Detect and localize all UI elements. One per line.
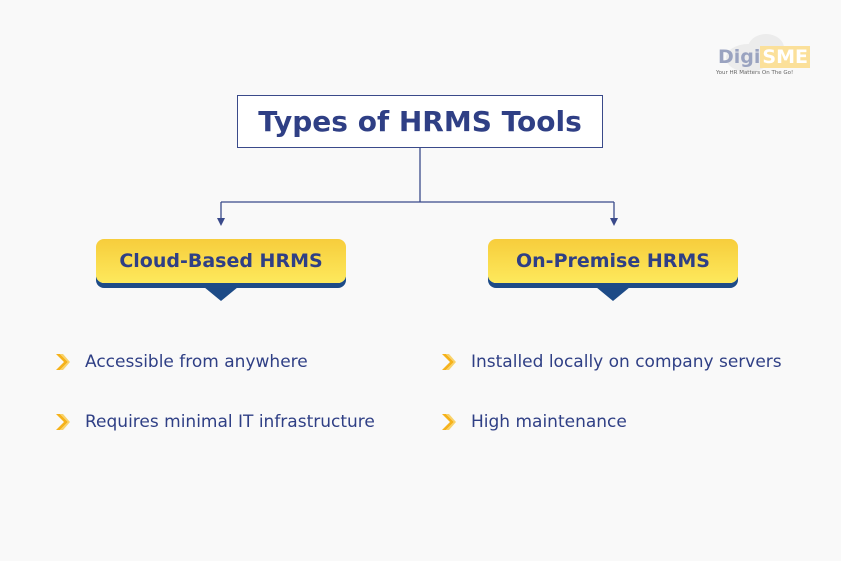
category-label: On-Premise HRMS [488, 239, 738, 283]
chevron-right-icon [56, 354, 70, 370]
arrow-down-icon [610, 218, 618, 226]
list-item: Requires minimal IT infrastructure [55, 412, 375, 432]
list-item-text: Requires minimal IT infrastructure [85, 412, 375, 432]
chevron-right-icon [56, 414, 70, 430]
list-item: Accessible from anywhere [55, 352, 308, 372]
list-item: Installed locally on company servers [441, 352, 782, 372]
list-item: High maintenance [441, 412, 627, 432]
logo-text-a: Digi [718, 46, 761, 68]
category-label: Cloud-Based HRMS [96, 239, 346, 283]
arrow-down-icon [217, 218, 225, 226]
list-item-text: Installed locally on company servers [471, 352, 782, 372]
logo-tagline: Your HR Matters On The Go! [716, 70, 794, 76]
logo-text-b: SME [760, 46, 810, 68]
category-on-premise: On-Premise HRMS [488, 239, 738, 301]
category-cloud: Cloud-Based HRMS [96, 239, 346, 301]
list-item-text: High maintenance [471, 412, 627, 432]
chevron-right-icon [442, 354, 456, 370]
list-item-text: Accessible from anywhere [85, 352, 308, 372]
pointer-icon [596, 287, 630, 301]
pointer-icon [204, 287, 238, 301]
chevron-right-icon [442, 414, 456, 430]
